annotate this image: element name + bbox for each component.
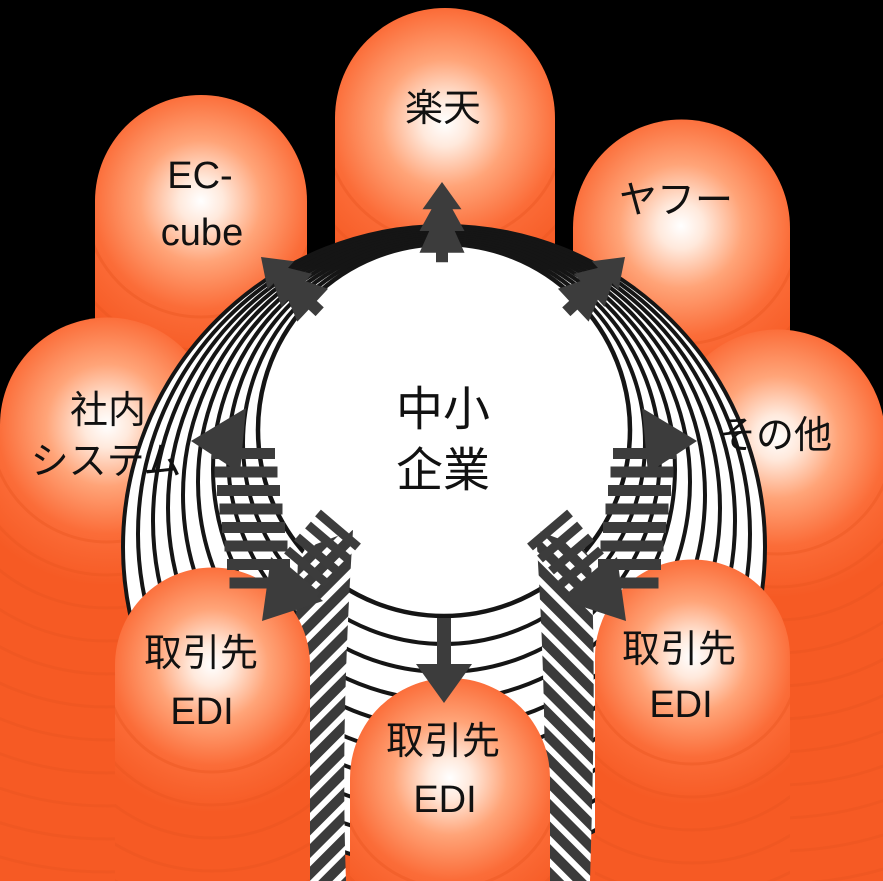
label-ec-cube-line1: EC-: [167, 155, 232, 197]
label-edi-center-line1: 取引先: [386, 721, 500, 763]
scallop-ring: [115, 567, 310, 840]
scallop-ring: [0, 317, 215, 577]
label-rakuten: 楽天: [405, 88, 481, 130]
label-ec-cube-line2: cube: [161, 212, 243, 254]
label-internal-system-line2: システム: [31, 441, 182, 483]
scallop-ring: [115, 567, 310, 807]
label-edi-left-line2: EDI: [170, 691, 233, 733]
center-label-line1: 中小: [396, 383, 490, 436]
scallop-ring: [0, 317, 215, 775]
arrow-to-partner-edi-center: [416, 618, 472, 703]
scallop-ring: [115, 567, 310, 774]
scallop-ring: [0, 317, 215, 544]
bubble-partner-edi-left: [115, 567, 310, 881]
label-yahoo: ヤフー: [619, 180, 733, 222]
scallop-ring: [0, 317, 215, 709]
scallop-ring: [95, 95, 307, 319]
scallop-ring: [670, 329, 883, 556]
labels: 楽天 EC- cube ヤフー 社内 システム その他 取引先 EDI 取引先 …: [31, 88, 832, 821]
hatched-band-right: [536, 530, 594, 881]
label-edi-right-line2: EDI: [649, 684, 712, 726]
label-internal-system-line1: 社内: [70, 390, 146, 432]
scallop-ring: [595, 559, 790, 799]
bubble-partner-edi-right: [595, 559, 790, 881]
scallop-ring: [595, 559, 790, 832]
label-edi-left-line1: 取引先: [144, 633, 258, 675]
scallop-ring: [0, 317, 215, 610]
scallop-ring: [0, 317, 215, 841]
center-label-line2: 企業: [396, 444, 490, 497]
label-edi-right-line1: 取引先: [622, 629, 736, 671]
arrow-to-partner-edi-left: [262, 509, 361, 621]
scallop-ring: [115, 567, 310, 873]
scallop-ring: [0, 317, 215, 742]
label-edi-center-line2: EDI: [413, 779, 476, 821]
arrow-to-others: [595, 408, 697, 589]
scallop-ring: [670, 329, 883, 589]
bubble-internal-system: [0, 317, 215, 881]
scallop-ring: [0, 317, 215, 643]
arrow-to-partner-edi-right: [527, 509, 626, 621]
scallop-ring: [0, 317, 215, 676]
label-others: その他: [718, 415, 832, 457]
arrows: [191, 182, 697, 703]
scallop-ring: [0, 317, 215, 874]
scallop-ring: [0, 317, 215, 808]
scallop-ring: [595, 559, 790, 766]
scallop-ring: [595, 559, 790, 865]
arrow-to-internal-system: [191, 408, 293, 589]
